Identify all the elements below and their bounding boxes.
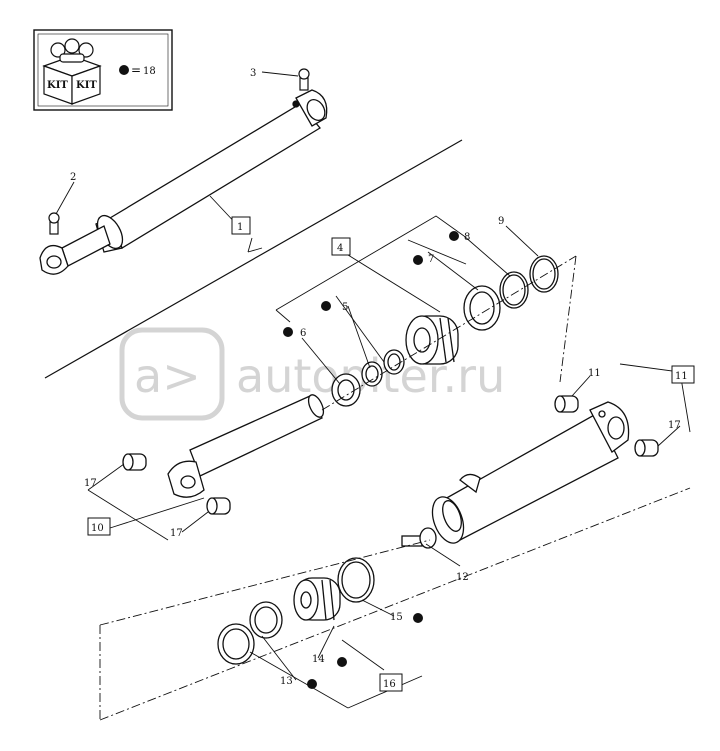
kit-dots bbox=[283, 231, 459, 689]
callout-12: 12 bbox=[456, 572, 469, 583]
kit-legend: KIT KIT = 18 bbox=[33, 29, 173, 111]
kit-dot-14 bbox=[337, 657, 347, 667]
callout-box-10 bbox=[87, 517, 111, 536]
callout-8: 8 bbox=[464, 232, 470, 243]
callout-11: 11 bbox=[588, 368, 601, 379]
cylinder-barrel-11 bbox=[431, 401, 630, 544]
callout-17-upper: 17 bbox=[84, 478, 97, 489]
callout-13: 13 bbox=[280, 676, 293, 687]
kit-dot-icon bbox=[119, 65, 129, 75]
bushing-17-right bbox=[634, 439, 659, 457]
assembly-dashed-lines bbox=[99, 255, 691, 721]
piston-16 bbox=[293, 577, 341, 621]
ring-8 bbox=[499, 271, 529, 309]
separator-line bbox=[44, 139, 463, 379]
callout-2: 2 bbox=[70, 172, 76, 183]
callout-11-boxed: 11 bbox=[675, 371, 688, 382]
callout-box-16 bbox=[379, 673, 403, 692]
kit-dot-13 bbox=[307, 679, 317, 689]
callout-labels: 1 2 3 4 5 6 7 8 9 10 11 11 12 13 14 15 1… bbox=[70, 68, 688, 690]
kit-dot-15 bbox=[413, 613, 423, 623]
bushing-17-lower bbox=[206, 497, 231, 515]
callout-5: 5 bbox=[342, 302, 348, 313]
callout-box-4 bbox=[331, 237, 351, 256]
ring-7 bbox=[463, 285, 501, 331]
grease-nipple-3 bbox=[298, 68, 310, 91]
callout-10: 10 bbox=[91, 523, 104, 534]
nipple-12 bbox=[401, 527, 437, 549]
callout-box-1 bbox=[231, 216, 251, 235]
wear-ring-15 bbox=[337, 557, 375, 603]
grease-nipple-2 bbox=[48, 212, 60, 235]
callout-7: 7 bbox=[428, 254, 434, 265]
kit-equals: = bbox=[131, 63, 141, 77]
bushing-17-upper bbox=[122, 453, 147, 471]
kit-box-icon bbox=[42, 38, 102, 105]
kit-dot-7 bbox=[413, 255, 423, 265]
callout-4: 4 bbox=[337, 243, 343, 254]
callout-box-11 bbox=[671, 365, 695, 384]
ring-9 bbox=[529, 255, 559, 293]
kit-dot-8 bbox=[449, 231, 459, 241]
callout-17-lower: 17 bbox=[170, 528, 183, 539]
callout-3: 3 bbox=[250, 68, 256, 79]
kit-left-label: KIT bbox=[47, 80, 68, 91]
callout-1: 1 bbox=[237, 222, 243, 233]
kit-right-label: KIT bbox=[76, 80, 97, 91]
callout-16: 16 bbox=[383, 679, 396, 690]
callout-boxes bbox=[87, 216, 695, 692]
callout-9: 9 bbox=[498, 216, 504, 227]
gland-4 bbox=[405, 315, 459, 365]
ring-14 bbox=[249, 601, 283, 639]
bushing-11 bbox=[554, 395, 579, 413]
kit-dot-5 bbox=[321, 301, 331, 311]
callout-6: 6 bbox=[300, 328, 306, 339]
ring-5a bbox=[361, 361, 383, 387]
callout-15: 15 bbox=[390, 612, 403, 623]
ring-13 bbox=[217, 623, 255, 665]
watermark-logo-text: a> bbox=[134, 349, 201, 403]
ring-5b bbox=[383, 349, 405, 375]
assembled-cylinder bbox=[39, 89, 328, 275]
leader-lines bbox=[55, 71, 691, 709]
callout-14: 14 bbox=[312, 654, 325, 665]
kit-count: 18 bbox=[143, 66, 156, 77]
seal-6 bbox=[331, 373, 361, 407]
watermark-logo-frame bbox=[119, 327, 225, 421]
kit-dot-6 bbox=[283, 327, 293, 337]
callout-17-right: 17 bbox=[668, 420, 681, 431]
piston-rod bbox=[167, 394, 325, 498]
